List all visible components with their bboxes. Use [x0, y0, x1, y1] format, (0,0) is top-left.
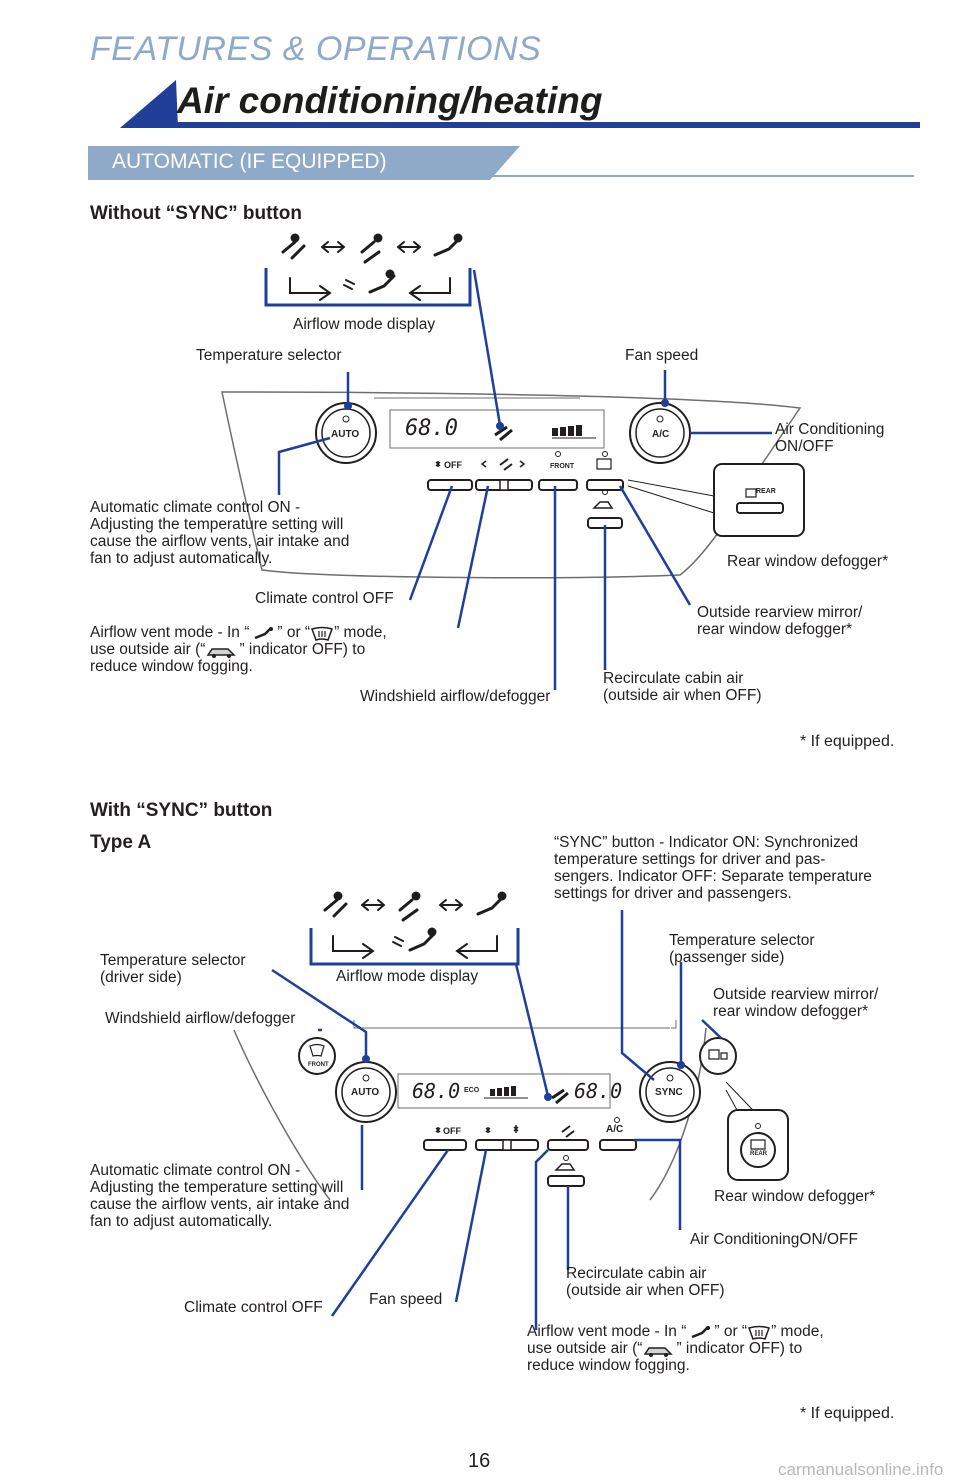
label-mirror-defogger: Outside rearview mirror/ rear window def…	[697, 604, 863, 638]
front-defog-button[interactable]: FRONT	[550, 463, 575, 470]
label-recirculate-air: Recirculate cabin air (outside air when …	[603, 670, 762, 704]
eco-indicator: ECO	[464, 1087, 480, 1094]
bilevel-vent-icon	[360, 233, 383, 264]
airflow-mode-display-icons	[323, 891, 507, 959]
footnote-1: * If equipped.	[800, 733, 895, 750]
outside-air-icon	[642, 1342, 676, 1357]
foot-vent-icon	[476, 891, 507, 916]
rear-defog-button[interactable]: REAR	[756, 488, 776, 495]
label-fan-speed: Fan speed	[369, 1291, 443, 1308]
label-temp-selector-driver: Temperature selector (driver side)	[100, 952, 246, 986]
label-air-conditioning: Air ConditioningON/OFF	[690, 1231, 858, 1248]
footnote-2: * If equipped.	[800, 1405, 895, 1422]
label-climate-control-off: Climate control OFF	[184, 1299, 323, 1316]
auto-button[interactable]: AUTO	[351, 1087, 380, 1098]
airflow-mode-display-icons	[281, 233, 463, 301]
label-windshield-defogger: Windshield airflow/defogger	[105, 1010, 296, 1027]
foot-defog-icon	[343, 269, 396, 294]
rear-defog-button[interactable]: REAR	[750, 1151, 768, 1157]
arrow-icon	[321, 241, 345, 253]
diagram1-illustration	[221, 233, 805, 690]
label-fan-speed: Fan speed	[625, 347, 699, 364]
foot-defog-icon	[392, 927, 437, 952]
header-decoration	[88, 80, 920, 180]
label-sync-description: “SYNC” button - Indicator ON: Synchroniz…	[554, 834, 872, 902]
arrow-icon	[439, 899, 463, 911]
label-windshield-defogger: Windshield airflow/defogger	[360, 688, 551, 705]
display-temperature-driver: 68.0	[412, 1079, 461, 1103]
label-automatic-climate: Automatic climate control ON - Adjusting…	[90, 1162, 350, 1230]
label-automatic-climate: Automatic climate control ON - Adjusting…	[90, 499, 350, 567]
page-number: 16	[468, 1450, 491, 1472]
outside-air-icon	[205, 643, 239, 658]
watermark: carmanualsonline.info	[778, 1460, 944, 1479]
label-rear-window-defogger: Rear window defogger*	[727, 553, 889, 570]
foot-vent-icon	[249, 626, 277, 640]
label-airflow-mode-display: Airflow mode display	[293, 316, 436, 333]
defog-icon	[747, 1325, 771, 1340]
label-temperature-selector: Temperature selector	[196, 347, 342, 364]
subsection-banner: AUTOMATIC (IF EQUIPPED)	[112, 150, 387, 173]
face-vent-icon	[281, 233, 306, 260]
face-vent-icon	[323, 891, 348, 918]
diagram1-heading: Without “SYNC” button	[90, 203, 302, 224]
arrow-icon	[397, 241, 421, 253]
defog-icon	[310, 626, 334, 641]
bilevel-vent-icon	[398, 891, 421, 922]
section-title: FEATURES & OPERATIONS	[90, 30, 542, 68]
auto-button[interactable]: AUTO	[331, 429, 360, 440]
display-temperature: 68.0	[405, 416, 458, 441]
ac-button[interactable]: A/C	[606, 1124, 624, 1135]
foot-vent-icon	[686, 1325, 714, 1339]
label-airflow-vent-mode: Airflow vent mode - In “” or “” mode, us…	[90, 624, 387, 675]
label-air-conditioning: Air Conditioning ON/OFF	[775, 421, 885, 455]
sync-button[interactable]: SYNC	[655, 1087, 683, 1098]
diagram2-heading: With “SYNC” button	[90, 800, 273, 821]
label-airflow-mode-display: Airflow mode display	[336, 968, 479, 985]
label-temp-selector-passenger: Temperature selector (passenger side)	[669, 932, 815, 966]
arrow-icon	[361, 899, 385, 911]
label-rear-window-defogger: Rear window defogger*	[714, 1188, 876, 1205]
label-recirculate-air: Recirculate cabin air (outside air when …	[566, 1265, 725, 1299]
page-title: Air conditioning/heating	[177, 80, 603, 121]
label-mirror-defogger: Outside rearview mirror/ rear window def…	[713, 986, 879, 1020]
display-temperature-passenger: 68.0	[574, 1079, 623, 1103]
climate-off-button[interactable]: OFF	[444, 460, 462, 470]
label-climate-control-off: Climate control OFF	[255, 590, 394, 607]
ac-button[interactable]: A/C	[652, 429, 670, 440]
climate-off-button[interactable]: OFF	[443, 1126, 461, 1136]
foot-vent-icon	[433, 233, 463, 257]
diagram2-type: Type A	[90, 832, 152, 853]
front-defog-button[interactable]: FRONT	[308, 1062, 329, 1068]
diagram2-illustration	[233, 891, 789, 1330]
label-airflow-vent-mode: Airflow vent mode - In “” or “” mode, us…	[527, 1323, 824, 1374]
